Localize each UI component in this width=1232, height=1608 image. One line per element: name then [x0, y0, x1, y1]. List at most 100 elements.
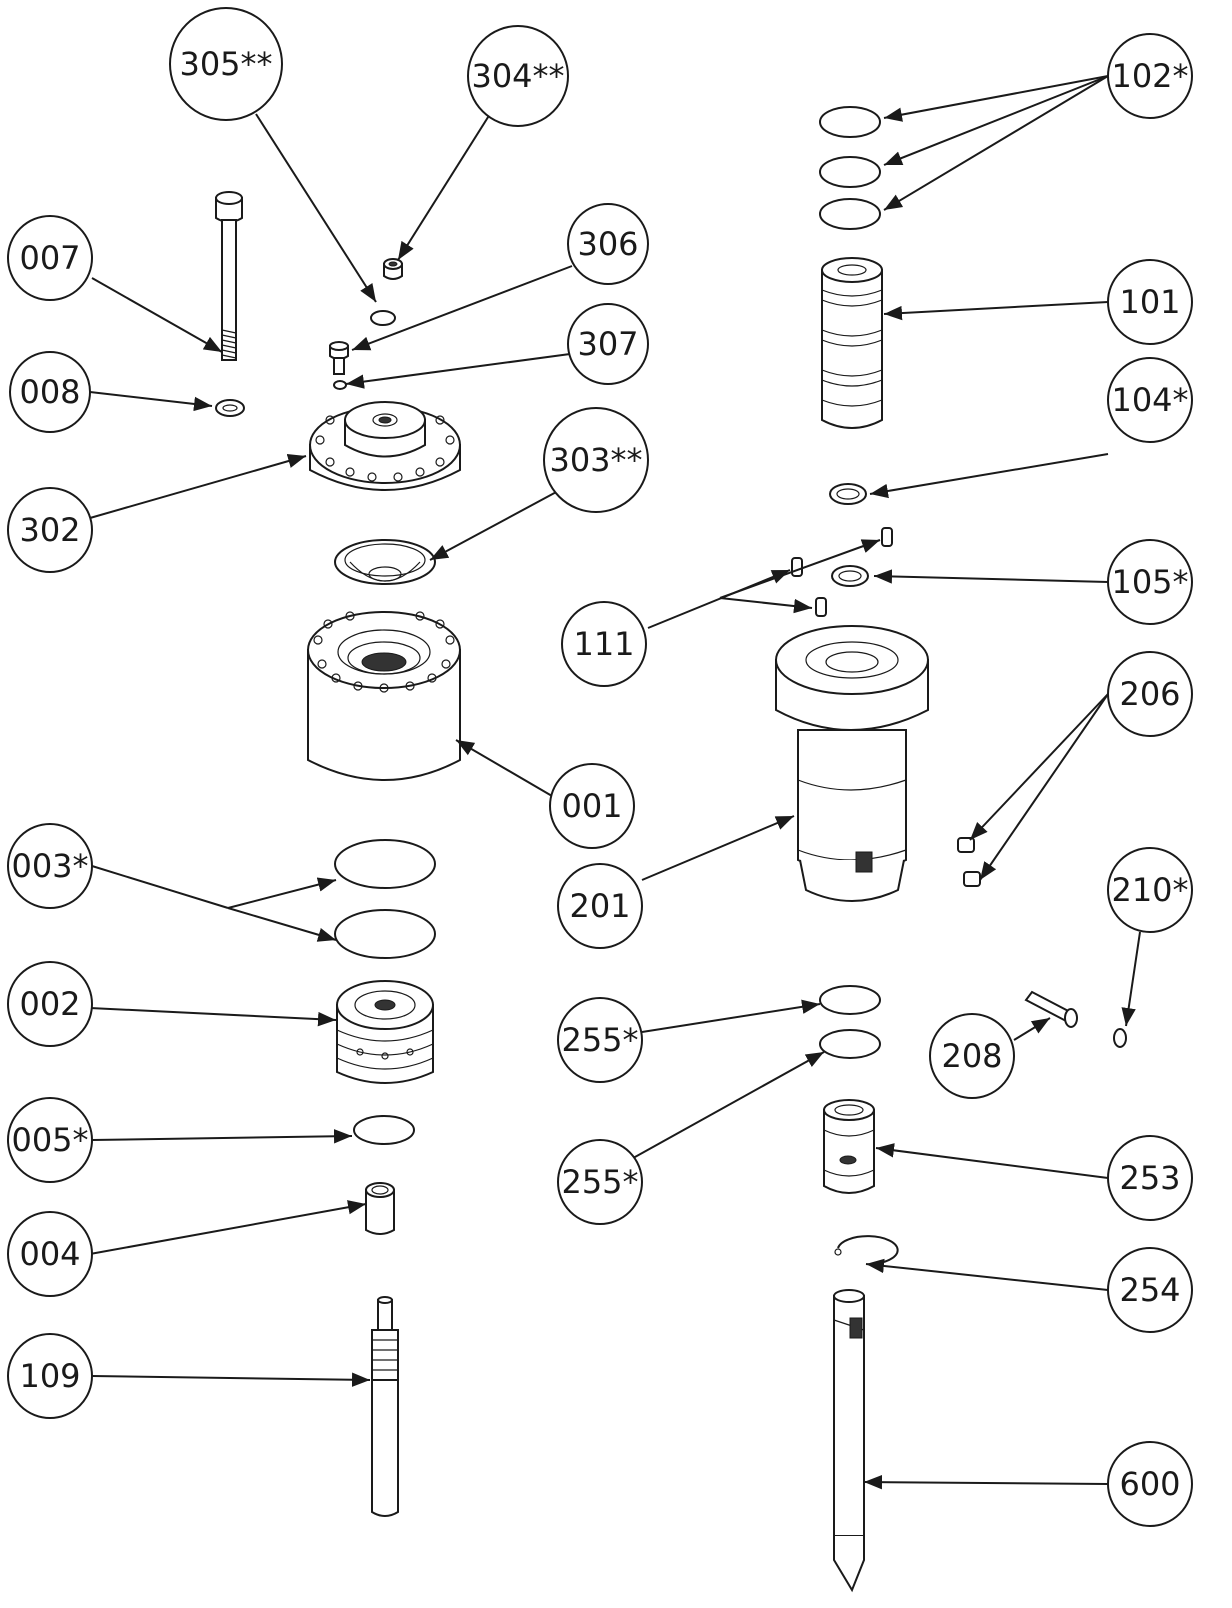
callout-circle	[1107, 539, 1193, 625]
callout-label: 254	[1119, 1271, 1180, 1309]
callout-305: 305**	[169, 7, 283, 121]
part-111-pins	[791, 527, 893, 617]
callout-circle	[929, 1013, 1015, 1099]
callout-circle	[561, 601, 647, 687]
part-002-seat	[336, 980, 434, 1084]
callout-label: 008	[19, 373, 80, 411]
part-109-plunger	[371, 1296, 399, 1517]
callout-bubbles: 305** 304** 102* 007 306 101 008 307 104* 302 303*…	[7, 7, 1193, 1527]
callout-circle	[1107, 1135, 1193, 1221]
callout-004: 004	[7, 1211, 93, 1297]
callout-circle	[7, 823, 93, 909]
callout-circle	[7, 215, 93, 301]
callout-600: 600	[1107, 1441, 1193, 1527]
part-253-valve	[823, 1099, 875, 1194]
part-003-oring-2	[334, 909, 436, 959]
callout-302: 302	[7, 487, 93, 573]
callout-circle	[557, 997, 643, 1083]
part-304-plug	[383, 258, 403, 280]
callout-label: 003*	[11, 847, 88, 885]
callout-109: 109	[7, 1333, 93, 1419]
callout-circle	[7, 1097, 93, 1183]
callout-008: 008	[9, 351, 91, 433]
callout-label: 206	[1119, 675, 1180, 713]
part-305-oring	[370, 310, 396, 326]
callout-label: 111	[573, 625, 634, 663]
callout-111: 111	[561, 601, 647, 687]
callout-circle	[7, 1211, 93, 1297]
callout-255b: 255*	[557, 1139, 643, 1225]
callout-circle	[7, 961, 93, 1047]
part-306-screw	[329, 341, 349, 375]
callout-circle	[557, 1139, 643, 1225]
callout-304: 304**	[467, 25, 569, 127]
callout-circle	[169, 7, 283, 121]
callout-007: 007	[7, 215, 93, 301]
part-302-cap	[309, 401, 461, 491]
callout-circle	[1107, 651, 1193, 737]
callout-label: 104*	[1111, 381, 1188, 419]
part-206-plugs	[957, 837, 981, 887]
part-008-washer	[215, 399, 245, 417]
part-102-oring-2	[819, 156, 881, 188]
callout-105: 105*	[1107, 539, 1193, 625]
callout-210: 210*	[1107, 847, 1193, 933]
part-102-oring-3	[819, 198, 881, 230]
callout-circle	[549, 763, 635, 849]
callout-circle	[7, 487, 93, 573]
part-201-housing	[775, 625, 929, 902]
leader-lines	[89, 75, 1141, 1490]
callout-306: 306	[567, 203, 649, 285]
part-255-oring-1	[819, 985, 881, 1015]
callout-307: 307	[567, 303, 649, 385]
callout-303: 303**	[543, 407, 649, 513]
callout-label: 208	[941, 1037, 1002, 1075]
callout-201: 201	[557, 863, 643, 949]
callout-circle	[1107, 259, 1193, 345]
callout-label: 255*	[561, 1021, 638, 1059]
callout-101: 101	[1107, 259, 1193, 345]
callout-circle	[467, 25, 569, 127]
callout-label: 109	[19, 1357, 80, 1395]
callout-label: 201	[569, 887, 630, 925]
callout-253: 253	[1107, 1135, 1193, 1221]
part-001-body	[307, 611, 461, 781]
part-101-cartridge	[821, 257, 883, 429]
callout-002: 002	[7, 961, 93, 1047]
callout-254: 254	[1107, 1247, 1193, 1333]
callout-circle	[1107, 1441, 1193, 1527]
callout-005: 005*	[7, 1097, 93, 1183]
part-005-oring	[353, 1115, 415, 1145]
callout-label: 007	[19, 239, 80, 277]
callout-003: 003*	[7, 823, 93, 909]
callout-label: 101	[1119, 283, 1180, 321]
callout-circle	[7, 1333, 93, 1419]
callout-001: 001	[549, 763, 635, 849]
callout-circle	[1107, 357, 1193, 443]
callout-label: 255*	[561, 1163, 638, 1201]
callout-label: 210*	[1111, 871, 1188, 909]
part-004-bushing	[365, 1182, 395, 1235]
callout-206: 206	[1107, 651, 1193, 737]
callout-label: 307	[577, 325, 638, 363]
part-600-tool	[833, 1289, 865, 1593]
callout-label: 600	[1119, 1465, 1180, 1503]
callout-circle	[9, 351, 91, 433]
callout-label: 002	[19, 985, 80, 1023]
part-254-retaining-ring	[834, 1235, 899, 1265]
callout-circle	[557, 863, 643, 949]
callout-255a: 255*	[557, 997, 643, 1083]
callout-circle	[1107, 1247, 1193, 1333]
callout-label: 004	[19, 1235, 80, 1273]
part-307-oring	[333, 380, 347, 390]
callout-102: 102*	[1107, 33, 1193, 119]
part-102-oring-1	[819, 106, 881, 138]
part-003-oring-1	[334, 839, 436, 889]
callout-label: 305**	[179, 45, 272, 83]
callout-label: 001	[561, 787, 622, 825]
part-210-washer	[1113, 1028, 1127, 1048]
part-208-pin	[1024, 990, 1078, 1028]
callout-208: 208	[929, 1013, 1015, 1099]
